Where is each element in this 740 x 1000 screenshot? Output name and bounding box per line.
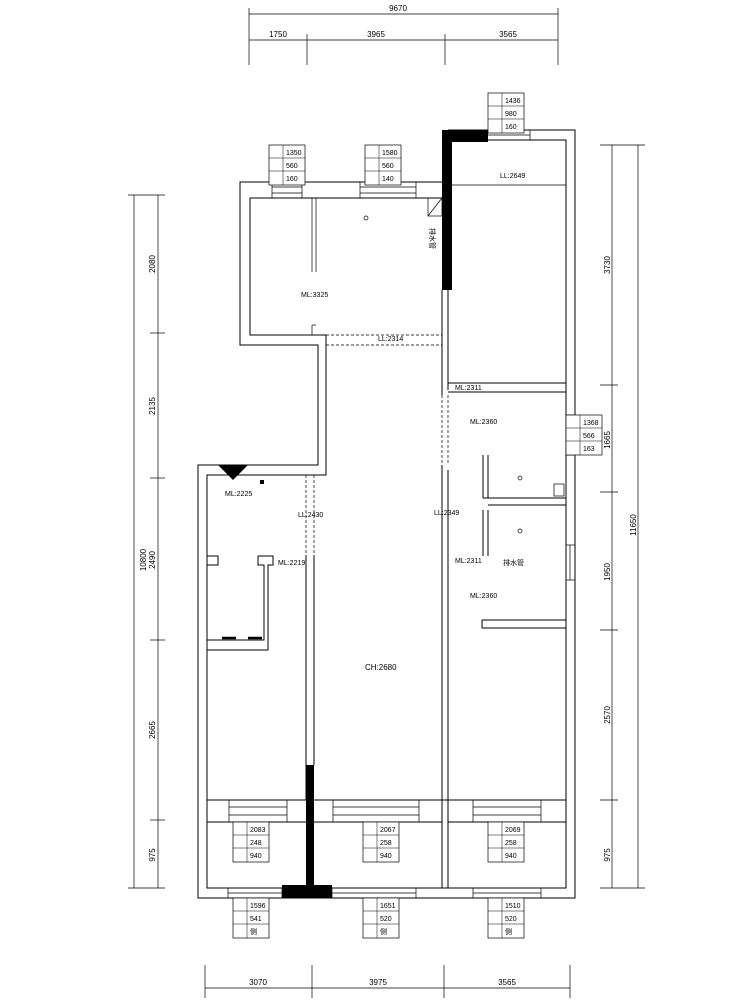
window-tag: 1368 566 163 bbox=[565, 414, 603, 456]
label-pipe-2: 排水管 bbox=[503, 558, 524, 567]
window-tag-value: 541 bbox=[250, 916, 262, 923]
bottom-dim-1: 3070 bbox=[249, 978, 267, 987]
window-tag: 2067 258 940 bbox=[362, 821, 400, 863]
window-tag-value: 1350 bbox=[286, 150, 302, 157]
label-bath1-2: LL:2349 bbox=[434, 510, 459, 517]
window-tag-value: 1368 bbox=[583, 420, 599, 427]
window-tag-value: 163 bbox=[583, 446, 595, 453]
window-tag-value: 566 bbox=[583, 433, 595, 440]
window-tag-value: 258 bbox=[380, 840, 392, 847]
window-tag-value: 2067 bbox=[380, 827, 396, 834]
window-tag-value: 2083 bbox=[250, 827, 266, 834]
window-tag: 1436 980 160 bbox=[487, 92, 525, 134]
window-tag-value: 258 bbox=[505, 840, 517, 847]
window-tag: 1350 560 160 bbox=[268, 144, 306, 186]
label-bath1: ML:2360 bbox=[470, 419, 497, 426]
top-total-dim: 9670 bbox=[389, 4, 407, 13]
window-tag-value: 2069 bbox=[505, 827, 521, 834]
label-pipe-1: 排水管 bbox=[428, 228, 437, 249]
right-dim-4: 2570 bbox=[603, 706, 612, 724]
label-left-room: ML:2225 bbox=[225, 491, 252, 498]
label-center: CH:2680 bbox=[365, 663, 397, 672]
bottom-dimension-lines: 3070 3975 3565 bbox=[204, 965, 571, 998]
window-tag: 1596 541 侧 bbox=[232, 897, 270, 939]
right-dim-2: 1665 bbox=[603, 431, 612, 449]
right-dim-5: 975 bbox=[603, 848, 612, 862]
bottom-dim-2: 3975 bbox=[369, 978, 387, 987]
bottom-dim-3: 3565 bbox=[498, 978, 516, 987]
left-total-dim: 10800 bbox=[139, 548, 148, 571]
window-tag-value: 160 bbox=[286, 176, 298, 183]
window-tag-value: 940 bbox=[250, 853, 262, 860]
window-tag-value: 1580 bbox=[382, 150, 398, 157]
window-tag-value: 248 bbox=[250, 840, 262, 847]
label-kitchen-ml: ML:2311 bbox=[455, 385, 482, 392]
label-left-room-ml2: ML:2219 bbox=[278, 560, 305, 567]
window-tag-value: 560 bbox=[286, 163, 298, 170]
top-dimension-lines: 9670 1750 3965 3565 bbox=[248, 4, 559, 65]
window-tag-value: 1596 bbox=[250, 903, 266, 910]
window-tag-value: 1510 bbox=[505, 903, 521, 910]
window-tag-value: 980 bbox=[505, 111, 517, 118]
window-tag: 1651 520 侧 bbox=[362, 897, 400, 939]
left-dim-3: 2490 bbox=[148, 551, 157, 569]
label-bath2: ML:2360 bbox=[470, 593, 497, 600]
label-left-room-ll: LL:2430 bbox=[298, 512, 323, 519]
label-top-right-room: LL:2649 bbox=[500, 173, 525, 180]
left-dim-1: 2080 bbox=[148, 255, 157, 273]
right-dim-3: 1950 bbox=[603, 563, 612, 581]
left-dim-5: 975 bbox=[148, 848, 157, 862]
label-bath2-ml: ML:2311 bbox=[455, 558, 482, 565]
window-tags: 1350 560 160 1580 560 140 1436 980 160 1368 566 163… bbox=[232, 92, 603, 939]
room-labels: ML:3325 LL:2649 LL:2314 ML:2311 ML:2360 … bbox=[225, 173, 525, 672]
label-top-beam: LL:2314 bbox=[378, 336, 403, 343]
walls bbox=[197, 129, 576, 899]
right-dimension-lines: 11650 3730 1665 1950 2570 975 bbox=[600, 144, 645, 889]
top-dim-1: 1750 bbox=[269, 30, 287, 39]
right-dim-1: 3730 bbox=[603, 256, 612, 274]
window-tag-value: 1436 bbox=[505, 98, 521, 105]
window-tag: 1510 520 侧 bbox=[487, 897, 525, 939]
window-tag-value: 1651 bbox=[380, 903, 396, 910]
window-tag-value: 160 bbox=[505, 124, 517, 131]
right-total-dim: 11650 bbox=[629, 514, 638, 536]
window-tag-value: 140 bbox=[382, 176, 394, 183]
window-tag: 1580 560 140 bbox=[364, 144, 402, 186]
window-tag-value: 560 bbox=[382, 163, 394, 170]
window-tag-value: 520 bbox=[380, 916, 392, 923]
top-dim-3: 3565 bbox=[499, 30, 517, 39]
left-dim-4: 2665 bbox=[148, 721, 157, 739]
window-tag-value: 侧 bbox=[250, 927, 257, 936]
left-dimension-lines: 10800 2080 2135 2490 2665 975 bbox=[128, 194, 165, 889]
window-tag-value: 侧 bbox=[505, 927, 512, 936]
label-top-left-room: ML:3325 bbox=[301, 292, 328, 299]
window-tag: 2083 248 940 bbox=[232, 821, 270, 863]
windows bbox=[227, 129, 576, 899]
window-tag: 2069 258 940 bbox=[487, 821, 525, 863]
window-tag-value: 侧 bbox=[380, 927, 387, 936]
window-tag-value: 520 bbox=[505, 916, 517, 923]
top-dim-2: 3965 bbox=[367, 30, 385, 39]
window-tag-value: 940 bbox=[380, 853, 392, 860]
window-tag-value: 940 bbox=[505, 853, 517, 860]
left-dim-2: 2135 bbox=[148, 397, 157, 415]
